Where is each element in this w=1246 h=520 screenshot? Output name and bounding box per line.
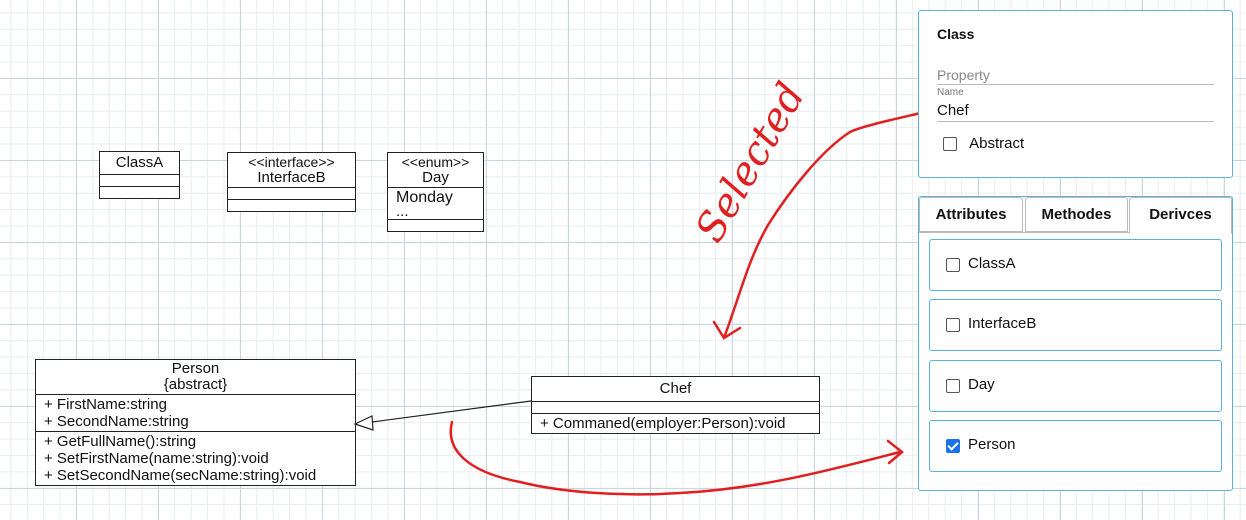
derive-label-classa: ClassA <box>968 255 1016 272</box>
derives-arrow <box>449 420 902 496</box>
abstract-option[interactable]: Abstract <box>943 135 1024 152</box>
chef-methods: + Commaned(employer:Person):void <box>532 414 819 433</box>
derive-label-day: Day <box>968 376 995 393</box>
tab-attributes[interactable]: Attributes <box>919 197 1023 232</box>
derive-item-day[interactable]: Day <box>929 360 1222 412</box>
chef-box[interactable]: Chef + Commaned(employer:Person):void <box>531 376 820 434</box>
interfaceb-header: <<interface>> InterfaceB <box>228 153 355 188</box>
day-name: Day <box>422 169 449 186</box>
person-method: + SetSecondName(secName:string):void <box>44 467 317 484</box>
abstract-label: Abstract <box>969 135 1025 152</box>
day-value: ... <box>396 203 409 220</box>
classa-name: ClassA <box>100 152 179 175</box>
derive-item-interfaceb[interactable]: InterfaceB <box>929 299 1222 351</box>
person-header: Person {abstract} <box>36 360 355 395</box>
tab-methodes[interactable]: Methodes <box>1025 197 1128 232</box>
interfaceb-box[interactable]: <<interface>> InterfaceB <box>227 152 356 212</box>
classa-attributes <box>100 175 179 187</box>
selected-annotation: Selected <box>687 75 814 250</box>
interfaceb-attributes <box>228 188 355 200</box>
chef-name: Chef <box>532 377 819 402</box>
derive-label-person: Person <box>968 436 1016 453</box>
person-attributes: + FirstName:string + SecondName:string <box>36 395 355 432</box>
derive-checkbox-day[interactable] <box>946 379 960 393</box>
derive-checkbox-classa[interactable] <box>946 258 960 272</box>
day-header: <<enum>> Day <box>388 153 483 188</box>
tab-derivces[interactable]: Derivces <box>1129 197 1232 234</box>
derive-checkbox-interfaceb[interactable] <box>946 318 960 332</box>
class-panel-title: Class <box>937 26 975 42</box>
annotation-marks <box>449 91 985 496</box>
inheritance-line <box>371 400 532 423</box>
derives-arrowhead <box>886 439 904 465</box>
name-value: Chef <box>937 102 969 119</box>
derive-label-interfaceb: InterfaceB <box>968 315 1037 332</box>
selected-arrow <box>723 110 927 337</box>
selected-arrowhead <box>712 320 742 340</box>
day-value: Monday <box>396 189 453 206</box>
name-label: Name <box>937 87 964 98</box>
person-attribute: + FirstName:string <box>44 396 167 413</box>
chef-attributes <box>532 402 819 414</box>
derive-item-person[interactable]: Person <box>929 420 1222 472</box>
abstract-checkbox[interactable] <box>943 137 957 152</box>
derive-item-classa[interactable]: ClassA <box>929 239 1222 291</box>
person-methods: + GetFullName():string + SetFirstName(na… <box>36 432 355 485</box>
chef-method: + Commaned(employer:Person):void <box>540 415 786 432</box>
property-field[interactable]: Property <box>937 67 1214 85</box>
person-name: Person <box>171 360 220 377</box>
person-method: + SetFirstName(name:string):void <box>44 450 269 467</box>
person-box[interactable]: Person {abstract} + FirstName:string + S… <box>35 359 356 486</box>
day-values: Monday ... <box>388 188 483 220</box>
inheritance-arrowhead <box>353 415 374 431</box>
person-modifier: {abstract} <box>163 376 228 393</box>
day-box[interactable]: <<enum>> Day Monday ... <box>387 152 484 232</box>
day-stereotype: <<enum>> <box>401 154 470 170</box>
person-attribute: + SecondName:string <box>44 413 189 430</box>
derive-checkbox-person[interactable] <box>946 439 960 453</box>
classa-box[interactable]: ClassA <box>99 151 180 199</box>
class-properties-panel: Class Property Name Chef Abstract <box>918 10 1233 178</box>
person-method: + GetFullName():string <box>44 433 197 450</box>
property-placeholder: Property <box>937 67 990 83</box>
interfaceb-stereotype: <<interface>> <box>248 154 335 170</box>
name-input[interactable]: Chef <box>937 102 1214 122</box>
interfaceb-name: InterfaceB <box>257 169 326 186</box>
tab-bar: Attributes Methodes Derivces <box>919 197 1232 234</box>
relations-panel: Attributes Methodes Derivces ClassA Inte… <box>918 196 1233 491</box>
